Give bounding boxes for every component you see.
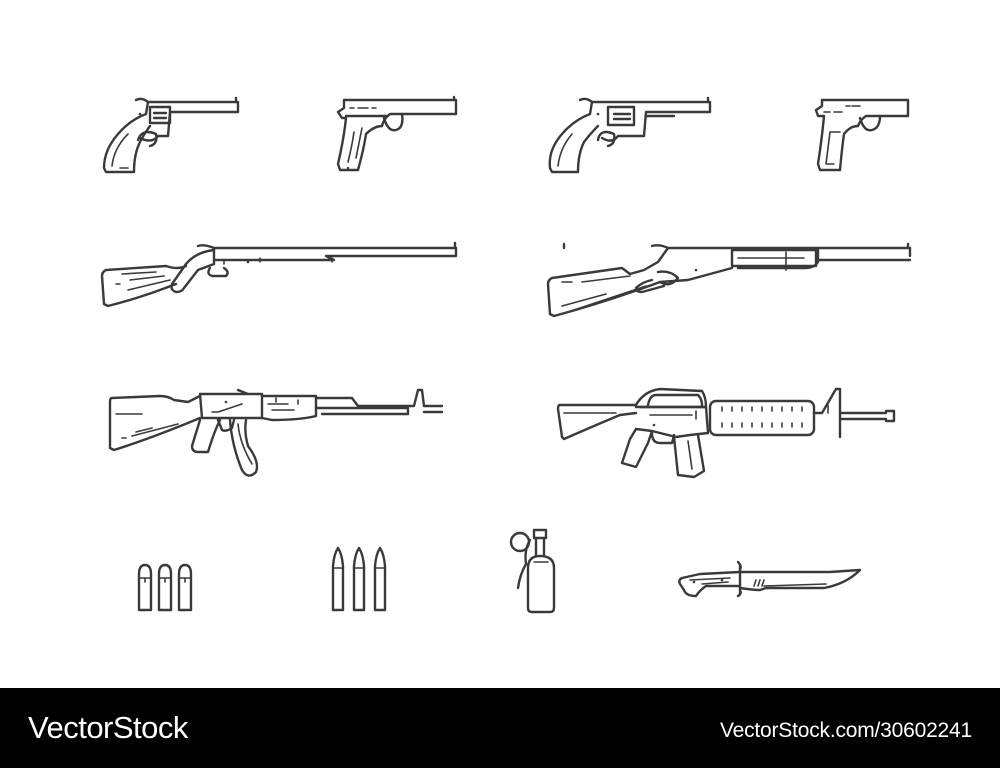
footer-bar: VectorStock VectorStock.com/30602241 — [0, 688, 1000, 768]
knife-icon — [676, 556, 866, 602]
pistol-icon — [334, 94, 460, 176]
grenade-icon — [508, 524, 568, 616]
pistol-bullets-icon — [136, 562, 198, 614]
stock-id-link[interactable]: VectorStock.com/30602241 — [719, 719, 972, 742]
ak-47-rifle-icon — [108, 388, 448, 488]
long-barrel-revolver-icon — [546, 94, 716, 176]
compact-pistol-icon — [810, 94, 914, 176]
icon-artboard — [100, 94, 914, 616]
m16-rifle-icon — [556, 385, 902, 481]
double-barrel-shotgun-icon — [100, 241, 460, 308]
lever-action-rifle-icon — [546, 242, 912, 322]
rifle-bullets-icon — [328, 546, 392, 614]
revolver-icon — [100, 94, 245, 176]
brand-logo-text: VectorStock — [28, 710, 188, 745]
